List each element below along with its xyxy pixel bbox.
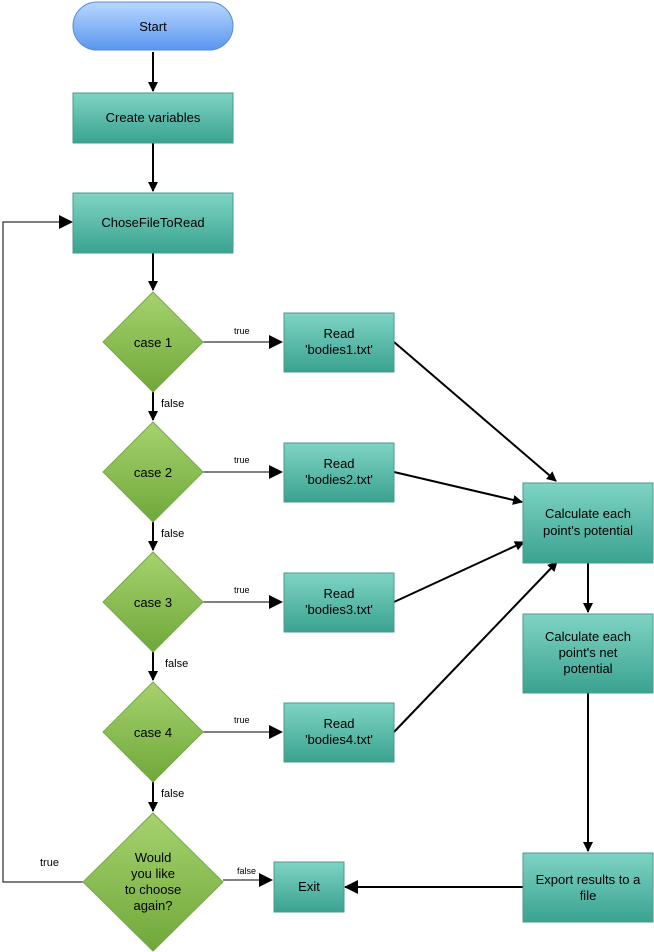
read3-node[interactable]: Read 'bodies3.txt' — [283, 572, 395, 633]
again-line3: to choose — [125, 882, 181, 897]
read1-line1: Read — [323, 326, 354, 341]
label-case4-false: false — [161, 788, 184, 800]
edge-read4-calc — [393, 561, 558, 733]
read3-line2: 'bodies3.txt' — [305, 602, 373, 617]
label-case3-false: false — [165, 658, 188, 670]
case2-decision[interactable]: case 2 — [102, 421, 204, 523]
label-case2-true: true — [234, 455, 250, 465]
read1-node[interactable]: Read 'bodies1.txt' — [283, 312, 395, 373]
label-case2-false: false — [161, 528, 184, 540]
again-line1: Would — [135, 850, 172, 865]
read4-node[interactable]: Read 'bodies4.txt' — [283, 702, 395, 763]
edges — [2, 52, 593, 894]
create-variables-node[interactable]: Create variables — [72, 92, 234, 144]
calc-net-line2: point's net — [559, 645, 618, 660]
calc-potential-line2: point's potential — [543, 523, 633, 538]
start-node[interactable]: Start — [72, 1, 234, 51]
chose-file-node[interactable]: ChoseFileToRead — [72, 192, 234, 254]
label-case1-true: true — [234, 326, 250, 336]
read1-line2: 'bodies1.txt' — [305, 342, 373, 357]
export-node[interactable]: Export results to a file — [522, 852, 654, 923]
edge-again-loop — [2, 215, 83, 883]
case1-label: case 1 — [134, 335, 172, 350]
exit-label: Exit — [298, 879, 320, 894]
calc-potential-node[interactable]: Calculate each point's potential — [522, 482, 654, 564]
export-line1: Export results to a — [536, 872, 642, 887]
chose-file-label: ChoseFileToRead — [101, 215, 204, 230]
edge-labels: true true true true false false false fa… — [40, 326, 256, 876]
case4-label: case 4 — [134, 725, 172, 740]
export-line2: file — [580, 888, 597, 903]
case3-decision[interactable]: case 3 — [102, 551, 204, 653]
calc-net-node[interactable]: Calculate each point's net potential — [522, 613, 654, 694]
case3-label: case 3 — [134, 595, 172, 610]
read2-line1: Read — [323, 456, 354, 471]
label-case1-false: false — [161, 398, 184, 410]
label-again-false: false — [237, 866, 256, 876]
read4-line1: Read — [323, 716, 354, 731]
label-case3-true: true — [234, 585, 250, 595]
edge-read3-calc — [393, 541, 525, 603]
nodes: Start Create variables ChoseFileToRead c… — [72, 1, 654, 952]
calc-net-line3: potential — [563, 661, 612, 676]
read2-line2: 'bodies2.txt' — [305, 472, 373, 487]
edge-read2-calc — [393, 471, 523, 505]
label-again-true: true — [40, 857, 59, 869]
exit-node[interactable]: Exit — [273, 861, 345, 913]
label-case4-true: true — [234, 715, 250, 725]
edge-read1-calc — [393, 341, 557, 482]
start-label: Start — [139, 19, 167, 34]
create-variables-label: Create variables — [106, 110, 201, 125]
case1-decision[interactable]: case 1 — [102, 291, 204, 393]
case2-label: case 2 — [134, 465, 172, 480]
calc-potential-line1: Calculate each — [545, 506, 631, 521]
again-line2: you like — [131, 866, 175, 881]
calc-net-line1: Calculate each — [545, 629, 631, 644]
again-line4: again? — [133, 898, 172, 913]
read3-line1: Read — [323, 586, 354, 601]
again-decision[interactable]: Would you like to choose again? — [82, 812, 224, 952]
case4-decision[interactable]: case 4 — [102, 681, 204, 783]
read2-node[interactable]: Read 'bodies2.txt' — [283, 442, 395, 503]
read4-line2: 'bodies4.txt' — [305, 732, 373, 747]
